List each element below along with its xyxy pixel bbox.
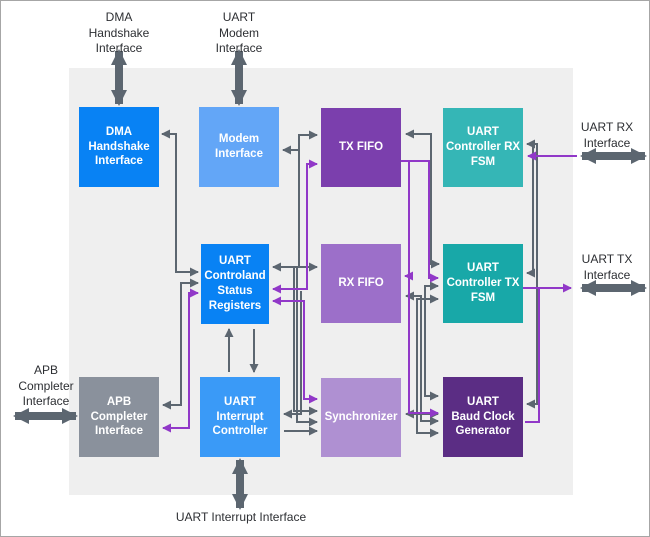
label-dma-handshake-interface: DMA Handshake Interface <box>88 10 150 56</box>
wire-txfifo-registers-purple <box>272 159 318 294</box>
wire-txfifo-txfsm-purple <box>401 160 439 283</box>
wire-registers-apb <box>162 278 199 410</box>
block-tx-fifo: TX FIFO <box>321 108 401 187</box>
block-uart-controller-rx-fsm: UART Controller RX FSM <box>443 108 523 187</box>
wire-rxfifo-baud <box>405 291 439 426</box>
wire-txfsm-baud-purple <box>525 288 540 423</box>
block-uart-baud-clock-generator: UART Baud Clock Generator <box>443 377 523 457</box>
wire-dma-registers <box>161 129 199 277</box>
wire-txfsm-baud-1 <box>424 281 439 401</box>
block-uart-control-status-registers: UART Controland Status Registers <box>201 244 269 324</box>
purple-wires <box>162 151 577 433</box>
block-uart-controller-tx-fsm: UART Controller TX FSM <box>443 244 523 323</box>
wire-registers-sync-purple <box>272 296 318 404</box>
label-uart-rx-interface: UART RX Interface <box>580 120 634 150</box>
label-uart-tx-interface: UART TX Interface <box>581 252 633 282</box>
label-apb-completer-interface: APB Completer Interface <box>18 363 74 409</box>
wire-txfifo-rxfifo-purple <box>401 160 413 281</box>
external-interface-arrows <box>13 49 647 510</box>
wire-txfsm-txfifo <box>405 129 440 269</box>
label-uart-interrupt-interface: UART Interrupt Interface <box>175 510 307 524</box>
block-rx-fifo: RX FIFO <box>321 244 401 323</box>
wire-channel-baud-purple <box>408 276 439 418</box>
wire-txfsm-baud-2 <box>416 294 439 438</box>
label-uart-modem-interface: UART Modem Interface <box>215 10 263 56</box>
wire-registers-apb-purple <box>162 288 199 433</box>
block-uart-interrupt-controller: UART Interrupt Controller <box>200 377 280 457</box>
wire-txfsm-right-branch <box>526 144 535 278</box>
block-apb-completer-interface: APB Completer Interface <box>79 377 159 457</box>
block-dma-handshake-interface: DMA Handshake Interface <box>79 107 159 187</box>
block-modem-interface: Modem Interface <box>199 107 279 187</box>
wire-bus-interrupt <box>283 291 302 419</box>
block-synchronizer: Synchronizer <box>321 378 401 457</box>
